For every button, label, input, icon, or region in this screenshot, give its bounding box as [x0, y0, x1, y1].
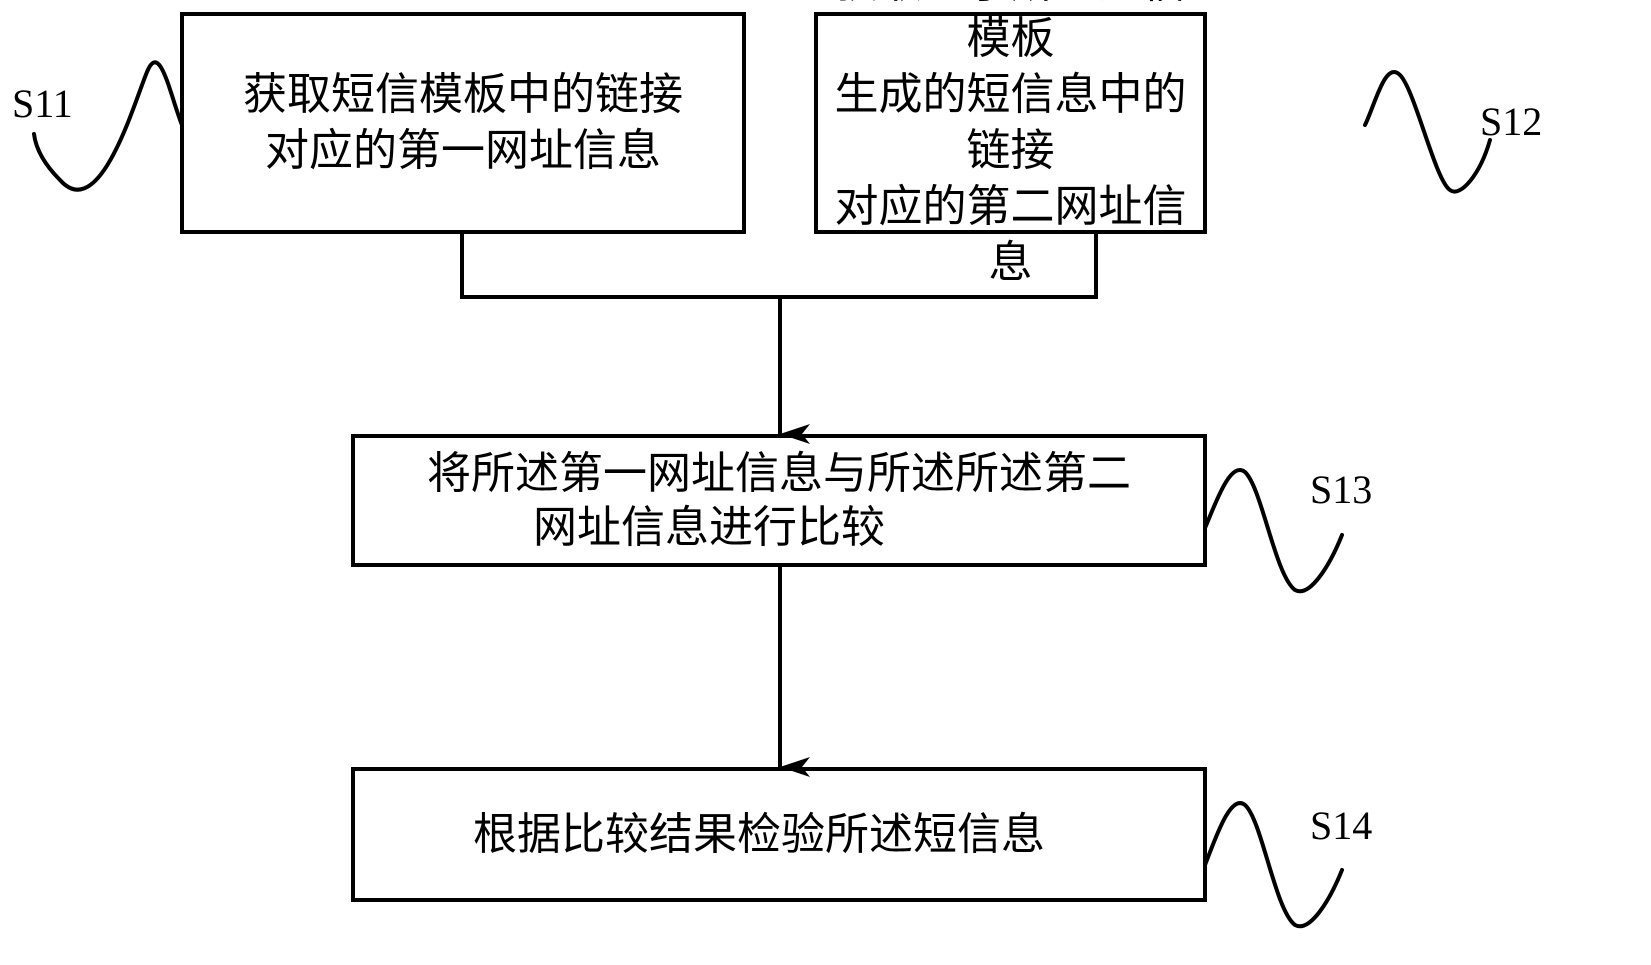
step-s14-line-1: 根据比较结果检验所述短信息 [473, 809, 1045, 859]
step-text-s13: 将所述第一网址信息与所述所述第二 网址信息进行比较 [355, 438, 1203, 563]
step-label-s12: S12 [1480, 99, 1543, 144]
step-text-s11: 获取短信模板中的链接 对应的第一网址信息 [184, 16, 742, 230]
leader-curve-s11 [32, 60, 184, 192]
step-box-s11 [180, 12, 746, 234]
step-s12-line-2: 生成的短信息中的链接 [834, 70, 1187, 175]
step-text-s14: 根据比较结果检验所述短信息 [355, 771, 1203, 898]
step-box-s12 [814, 12, 1207, 234]
step-s13-line-2: 网址信息进行比较 [533, 502, 885, 552]
leader-curve-s14 [1203, 801, 1344, 929]
step-label-s11: S11 [12, 81, 73, 126]
step-label-s13: S13 [1310, 467, 1373, 512]
leader-curve-s13 [1203, 468, 1344, 594]
step-s12-line-1: 获取基于所述短信模板 [835, 0, 1187, 63]
step-s11-line-1: 获取短信模板中的链接 [243, 70, 683, 119]
step-text-s12: 获取基于所述短信模板 生成的短信息中的链接 对应的第二网址信息 [818, 0, 1203, 287]
leader-curve-s12 [1363, 70, 1492, 194]
step-s13-line-1: 将所述第一网址信息与所述所述第二 [427, 448, 1131, 498]
step-box-s14 [351, 767, 1207, 902]
step-box-s13 [351, 434, 1207, 567]
step-s12-line-3: 对应的第二网址信息 [834, 182, 1187, 287]
step-s11-line-2: 对应的第一网址信息 [265, 126, 661, 175]
step-label-s14: S14 [1310, 803, 1373, 848]
